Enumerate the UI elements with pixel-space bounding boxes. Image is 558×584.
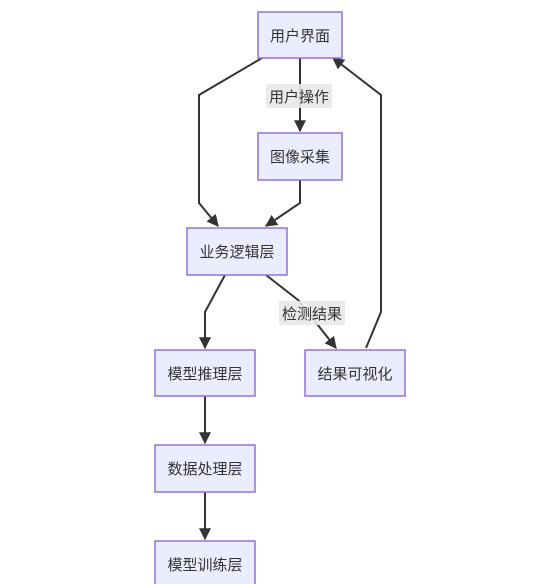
node-inference-label: 模型推理层 xyxy=(167,365,242,383)
node-capture-label: 图像采集 xyxy=(270,148,330,166)
node-training: 模型训练层 xyxy=(154,540,256,584)
node-capture: 图像采集 xyxy=(257,132,343,181)
node-ui: 用户界面 xyxy=(257,11,343,59)
node-business-label: 业务逻辑层 xyxy=(199,243,274,261)
edge-visualize-to-ui xyxy=(332,57,382,349)
node-business: 业务逻辑层 xyxy=(186,227,288,276)
edge-business-to-inference xyxy=(199,274,226,350)
node-training-label: 模型训练层 xyxy=(167,556,242,574)
edge-label-detect-result: 检测结果 xyxy=(279,301,345,325)
node-inference: 模型推理层 xyxy=(154,349,256,397)
node-ui-label: 用户界面 xyxy=(270,27,330,45)
node-processing: 数据处理层 xyxy=(154,444,256,493)
edge-business-to-visualize xyxy=(265,274,337,349)
node-processing-label: 数据处理层 xyxy=(167,460,242,478)
edge-capture-to-business xyxy=(265,180,301,227)
node-visualize: 结果可视化 xyxy=(304,349,406,397)
edge-label-user-op-text: 用户操作 xyxy=(269,88,329,106)
node-visualize-label: 结果可视化 xyxy=(317,365,392,383)
edge-ui-to-business xyxy=(198,57,263,227)
edge-label-user-op: 用户操作 xyxy=(266,84,332,108)
edge-label-detect-result-text: 检测结果 xyxy=(282,305,342,323)
